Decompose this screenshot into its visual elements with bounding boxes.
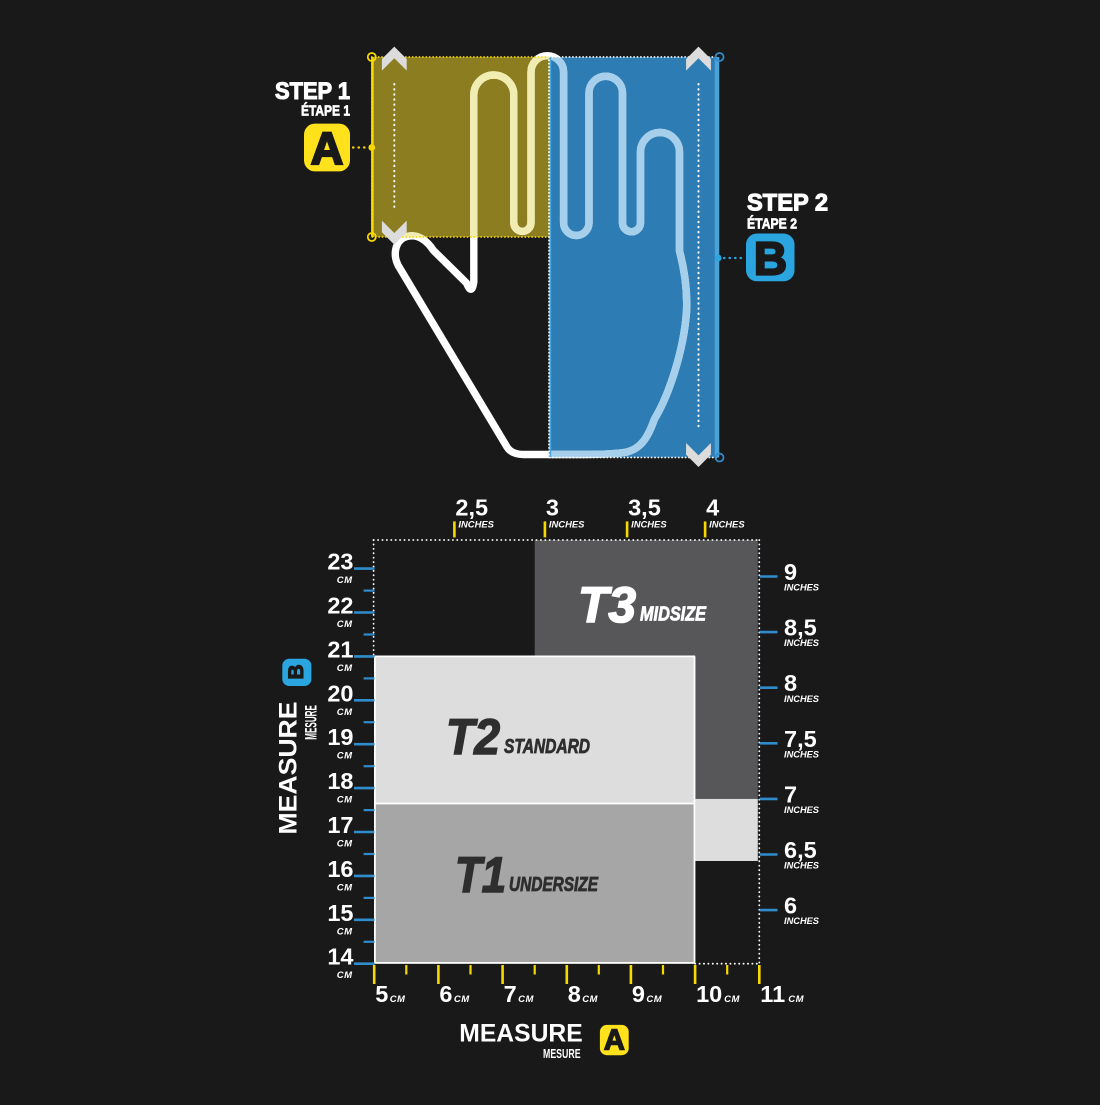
svg-text:CM: CM xyxy=(337,575,353,586)
svg-text:CM: CM xyxy=(582,994,598,1005)
svg-text:INCHES: INCHES xyxy=(709,520,745,531)
svg-text:STANDARD: STANDARD xyxy=(504,736,590,758)
svg-text:INCHES: INCHES xyxy=(631,520,667,531)
svg-text:INCHES: INCHES xyxy=(784,805,820,816)
svg-text:CM: CM xyxy=(337,839,353,850)
svg-text:T1: T1 xyxy=(455,847,506,903)
svg-text:9: 9 xyxy=(784,559,797,585)
svg-text:22: 22 xyxy=(327,593,353,619)
svg-text:CM: CM xyxy=(646,994,662,1005)
svg-text:7,5: 7,5 xyxy=(784,726,817,752)
svg-text:7: 7 xyxy=(784,781,797,807)
svg-text:CM: CM xyxy=(454,994,470,1005)
svg-text:B: B xyxy=(285,664,308,679)
svg-text:MEASURE: MEASURE xyxy=(459,1020,582,1048)
svg-text:CM: CM xyxy=(337,882,353,893)
svg-text:CM: CM xyxy=(337,707,353,718)
svg-text:20: 20 xyxy=(327,680,353,706)
svg-text:15: 15 xyxy=(327,900,353,926)
svg-text:CM: CM xyxy=(337,751,353,762)
svg-text:ÉTAPE 1: ÉTAPE 1 xyxy=(301,103,350,120)
svg-text:STEP 1: STEP 1 xyxy=(275,78,350,105)
svg-text:7: 7 xyxy=(504,981,517,1007)
svg-text:T3: T3 xyxy=(578,577,636,633)
svg-text:16: 16 xyxy=(327,856,353,882)
svg-text:MIDSIZE: MIDSIZE xyxy=(640,604,707,626)
svg-text:INCHES: INCHES xyxy=(784,916,820,927)
svg-text:6: 6 xyxy=(784,893,797,919)
svg-text:8: 8 xyxy=(784,670,797,696)
svg-text:4: 4 xyxy=(706,495,719,521)
svg-text:B: B xyxy=(754,233,787,285)
svg-text:INCHES: INCHES xyxy=(784,638,820,649)
svg-text:9: 9 xyxy=(632,981,645,1007)
svg-text:CM: CM xyxy=(337,795,353,806)
svg-text:MESURE: MESURE xyxy=(543,1046,581,1061)
svg-text:ÉTAPE 2: ÉTAPE 2 xyxy=(747,216,797,233)
svg-text:CM: CM xyxy=(390,994,406,1005)
svg-text:10: 10 xyxy=(696,981,722,1007)
svg-text:UNDERSIZE: UNDERSIZE xyxy=(509,874,598,896)
svg-text:A: A xyxy=(604,1025,625,1057)
svg-text:INCHES: INCHES xyxy=(784,694,820,705)
svg-text:8,5: 8,5 xyxy=(784,615,817,641)
svg-text:T2: T2 xyxy=(446,709,500,765)
svg-text:23: 23 xyxy=(327,549,353,575)
svg-text:INCHES: INCHES xyxy=(458,520,494,531)
svg-text:11: 11 xyxy=(760,981,785,1007)
svg-text:18: 18 xyxy=(327,768,353,794)
svg-text:MESURE: MESURE xyxy=(302,705,321,740)
svg-text:CM: CM xyxy=(724,994,740,1005)
svg-text:INCHES: INCHES xyxy=(784,861,820,872)
svg-text:CM: CM xyxy=(788,994,804,1005)
svg-text:6,5: 6,5 xyxy=(784,837,817,863)
svg-text:3,5: 3,5 xyxy=(628,495,661,521)
svg-text:STEP 2: STEP 2 xyxy=(747,190,828,217)
svg-text:INCHES: INCHES xyxy=(784,749,820,760)
svg-text:2,5: 2,5 xyxy=(455,495,488,521)
svg-text:6: 6 xyxy=(439,981,452,1007)
svg-text:21: 21 xyxy=(327,636,353,662)
svg-text:5: 5 xyxy=(375,981,388,1007)
svg-text:INCHES: INCHES xyxy=(549,520,585,531)
svg-text:8: 8 xyxy=(568,981,581,1007)
svg-text:CM: CM xyxy=(337,663,353,674)
svg-text:17: 17 xyxy=(327,812,353,838)
svg-text:14: 14 xyxy=(327,944,353,970)
svg-text:CM: CM xyxy=(337,926,353,937)
svg-text:MEASURE: MEASURE xyxy=(275,702,303,835)
svg-text:CM: CM xyxy=(337,619,353,630)
svg-text:INCHES: INCHES xyxy=(784,583,820,594)
svg-text:CM: CM xyxy=(337,970,353,981)
svg-text:A: A xyxy=(311,123,344,174)
svg-text:CM: CM xyxy=(518,994,534,1005)
svg-text:19: 19 xyxy=(327,724,353,750)
svg-text:3: 3 xyxy=(546,495,559,521)
